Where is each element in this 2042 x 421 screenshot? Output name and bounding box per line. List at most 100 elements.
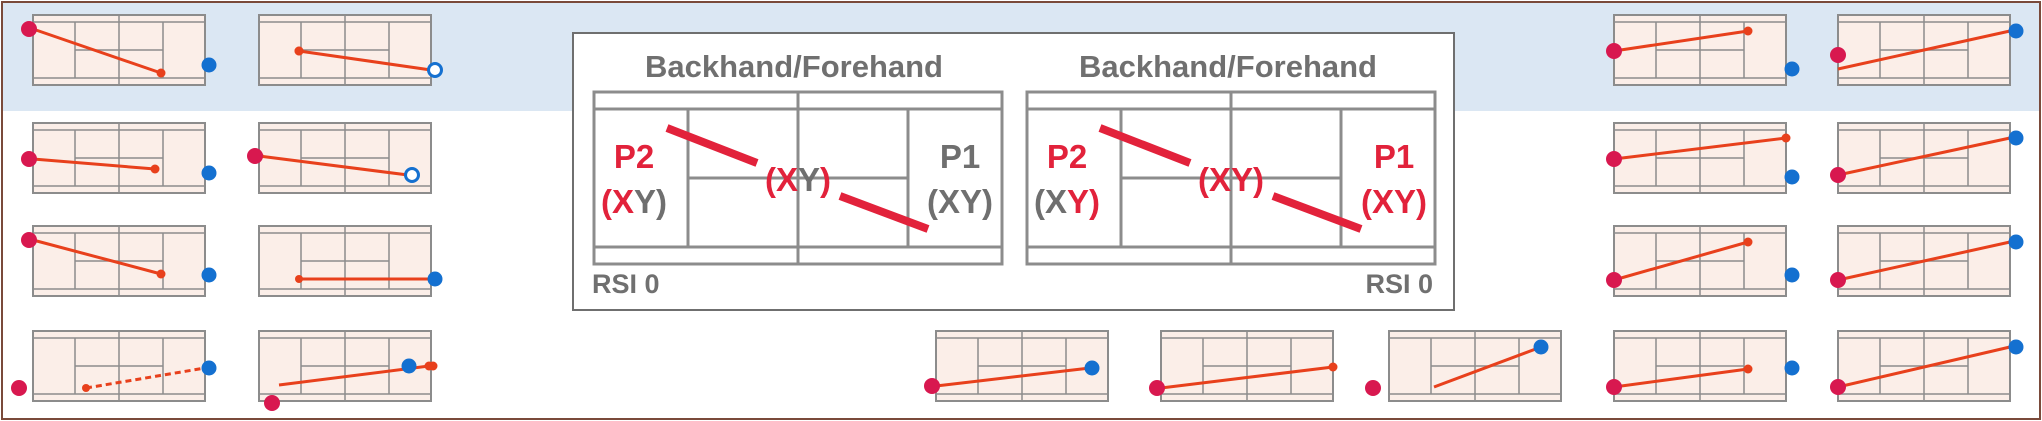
legend-p2-label-right: P2 <box>1047 138 1087 175</box>
player-one-marker <box>2008 234 2024 250</box>
mini-court-11 <box>1365 330 1562 402</box>
tag-paren: ) <box>1089 183 1100 220</box>
tag-x: X <box>612 183 634 220</box>
player-two-marker <box>264 395 280 411</box>
legend-shot-line-right-b <box>1271 192 1363 233</box>
player-one-marker <box>1784 61 1800 77</box>
mini-court-16 <box>1606 225 1800 297</box>
shot-line <box>32 238 162 276</box>
tag-y: Y <box>1067 183 1089 220</box>
mini-court-8 <box>258 330 438 411</box>
player-two-marker <box>924 378 940 394</box>
player-two-marker <box>1606 151 1622 167</box>
player-one-marker <box>201 360 217 376</box>
legend-p2-tag-right: (XY) <box>1034 183 1100 220</box>
shot-end-dot <box>1328 362 1338 372</box>
player-two-marker <box>11 380 27 396</box>
mini-court-9 <box>924 330 1109 402</box>
shot-end-dot <box>156 269 166 279</box>
player-two-marker <box>21 21 37 37</box>
player-one-marker <box>2008 130 2024 146</box>
tag-paren: ) <box>982 183 993 220</box>
tag-x: X <box>938 183 960 220</box>
mini-court-grid <box>11 14 2024 411</box>
tag-x: X <box>1372 183 1394 220</box>
tag-paren: ( <box>765 161 776 198</box>
player-two-marker <box>1830 167 1846 183</box>
tag-y: Y <box>1394 183 1416 220</box>
shot-line <box>1613 29 1749 53</box>
tag-paren: ( <box>1034 183 1045 220</box>
shot-start-dot <box>295 275 303 283</box>
mini-court-10 <box>1149 330 1338 402</box>
player-one-marker <box>2008 23 2024 39</box>
mini-court-4 <box>247 122 432 194</box>
mini-court-6 <box>258 225 443 297</box>
mini-court-19 <box>1830 330 2024 402</box>
legend-box: Backhand/Forehand P2 (XY) (XY) P1 (XY) R… <box>572 32 1455 311</box>
shot-line <box>1613 367 1749 389</box>
shot-line <box>1613 240 1749 282</box>
shot-start-dot <box>294 46 304 56</box>
tag-paren: ) <box>656 183 667 220</box>
legend-court-left: Backhand/Forehand P2 (XY) (XY) P1 (XY) R… <box>592 49 1004 299</box>
mini-court-7 <box>11 330 217 402</box>
shot-line <box>1433 345 1542 389</box>
tag-x: X <box>776 161 798 198</box>
legend-title-left: Backhand/Forehand <box>645 49 943 84</box>
player-one-marker <box>1784 360 1800 376</box>
legend-p2-tag-left: (XY) <box>601 183 667 220</box>
shot-line <box>935 366 1091 388</box>
shot-line <box>1613 136 1787 161</box>
tag-x: X <box>1045 183 1067 220</box>
legend-p1-tag-left: (XY) <box>927 183 993 220</box>
player-two-marker <box>21 151 37 167</box>
legend-p2-label-left: P2 <box>614 138 654 175</box>
legend-p1-label-left: P1 <box>940 138 980 175</box>
tag-paren: ( <box>601 183 612 220</box>
mini-court-14 <box>1606 122 1800 194</box>
tag-y: Y <box>1231 161 1253 198</box>
mini-court-3 <box>21 122 217 194</box>
tag-paren: ) <box>820 161 831 198</box>
tag-y: Y <box>960 183 982 220</box>
player-one-marker <box>427 271 443 287</box>
legend-shot-line-left-a <box>665 124 759 167</box>
shot-line <box>1837 136 2011 177</box>
legend-shot-line-left-b <box>838 192 930 233</box>
player-two-marker <box>1830 47 1846 63</box>
player-two-marker <box>1149 380 1165 396</box>
shot-end-dot <box>1743 26 1753 36</box>
player-two-marker <box>1365 380 1381 396</box>
shot-line <box>32 27 162 75</box>
player-one-marker <box>1784 169 1800 185</box>
player-two-marker <box>247 148 263 164</box>
shot-line <box>298 49 432 72</box>
player-one-hollow-marker <box>404 167 420 183</box>
player-two-marker <box>1830 379 1846 395</box>
player-one-marker <box>401 358 417 374</box>
player-one-marker <box>2008 339 2024 355</box>
player-one-marker <box>201 267 217 283</box>
legend-p1-label-right: P1 <box>1374 138 1414 175</box>
shot-end-dot <box>1781 133 1791 143</box>
tag-y: Y <box>634 183 656 220</box>
shot-end-dot <box>428 361 438 371</box>
player-two-marker <box>21 232 37 248</box>
mini-court-12 <box>1606 14 1800 86</box>
mini-court-1 <box>21 14 217 86</box>
tag-paren: ) <box>1253 161 1264 198</box>
mini-court-13 <box>1830 14 2024 86</box>
tag-y: Y <box>798 161 820 198</box>
shot-start-dot <box>82 384 90 392</box>
player-one-marker <box>201 165 217 181</box>
legend-rsi-left: RSI 0 <box>592 269 660 299</box>
shot-end-dot <box>1743 364 1753 374</box>
player-two-marker <box>1606 272 1622 288</box>
mini-court-5 <box>21 225 217 297</box>
mini-court-17 <box>1830 225 2024 297</box>
player-two-marker <box>1830 272 1846 288</box>
legend-court-right: Backhand/Forehand P2 (XY) (XY) P1 (XY) R… <box>1025 49 1437 299</box>
player-one-marker <box>1084 360 1100 376</box>
